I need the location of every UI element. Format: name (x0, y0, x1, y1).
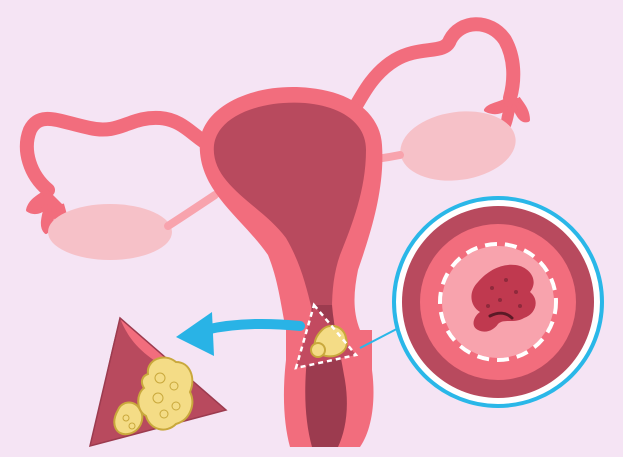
right-fallopian-tube (345, 24, 528, 128)
left-ovarian-ligament (168, 195, 215, 226)
sample-lesion-small (114, 403, 142, 435)
right-ovary (396, 104, 520, 187)
arrow-left-icon (176, 312, 300, 356)
magnifier-circle-icon (394, 198, 602, 406)
left-ovary (48, 204, 172, 260)
